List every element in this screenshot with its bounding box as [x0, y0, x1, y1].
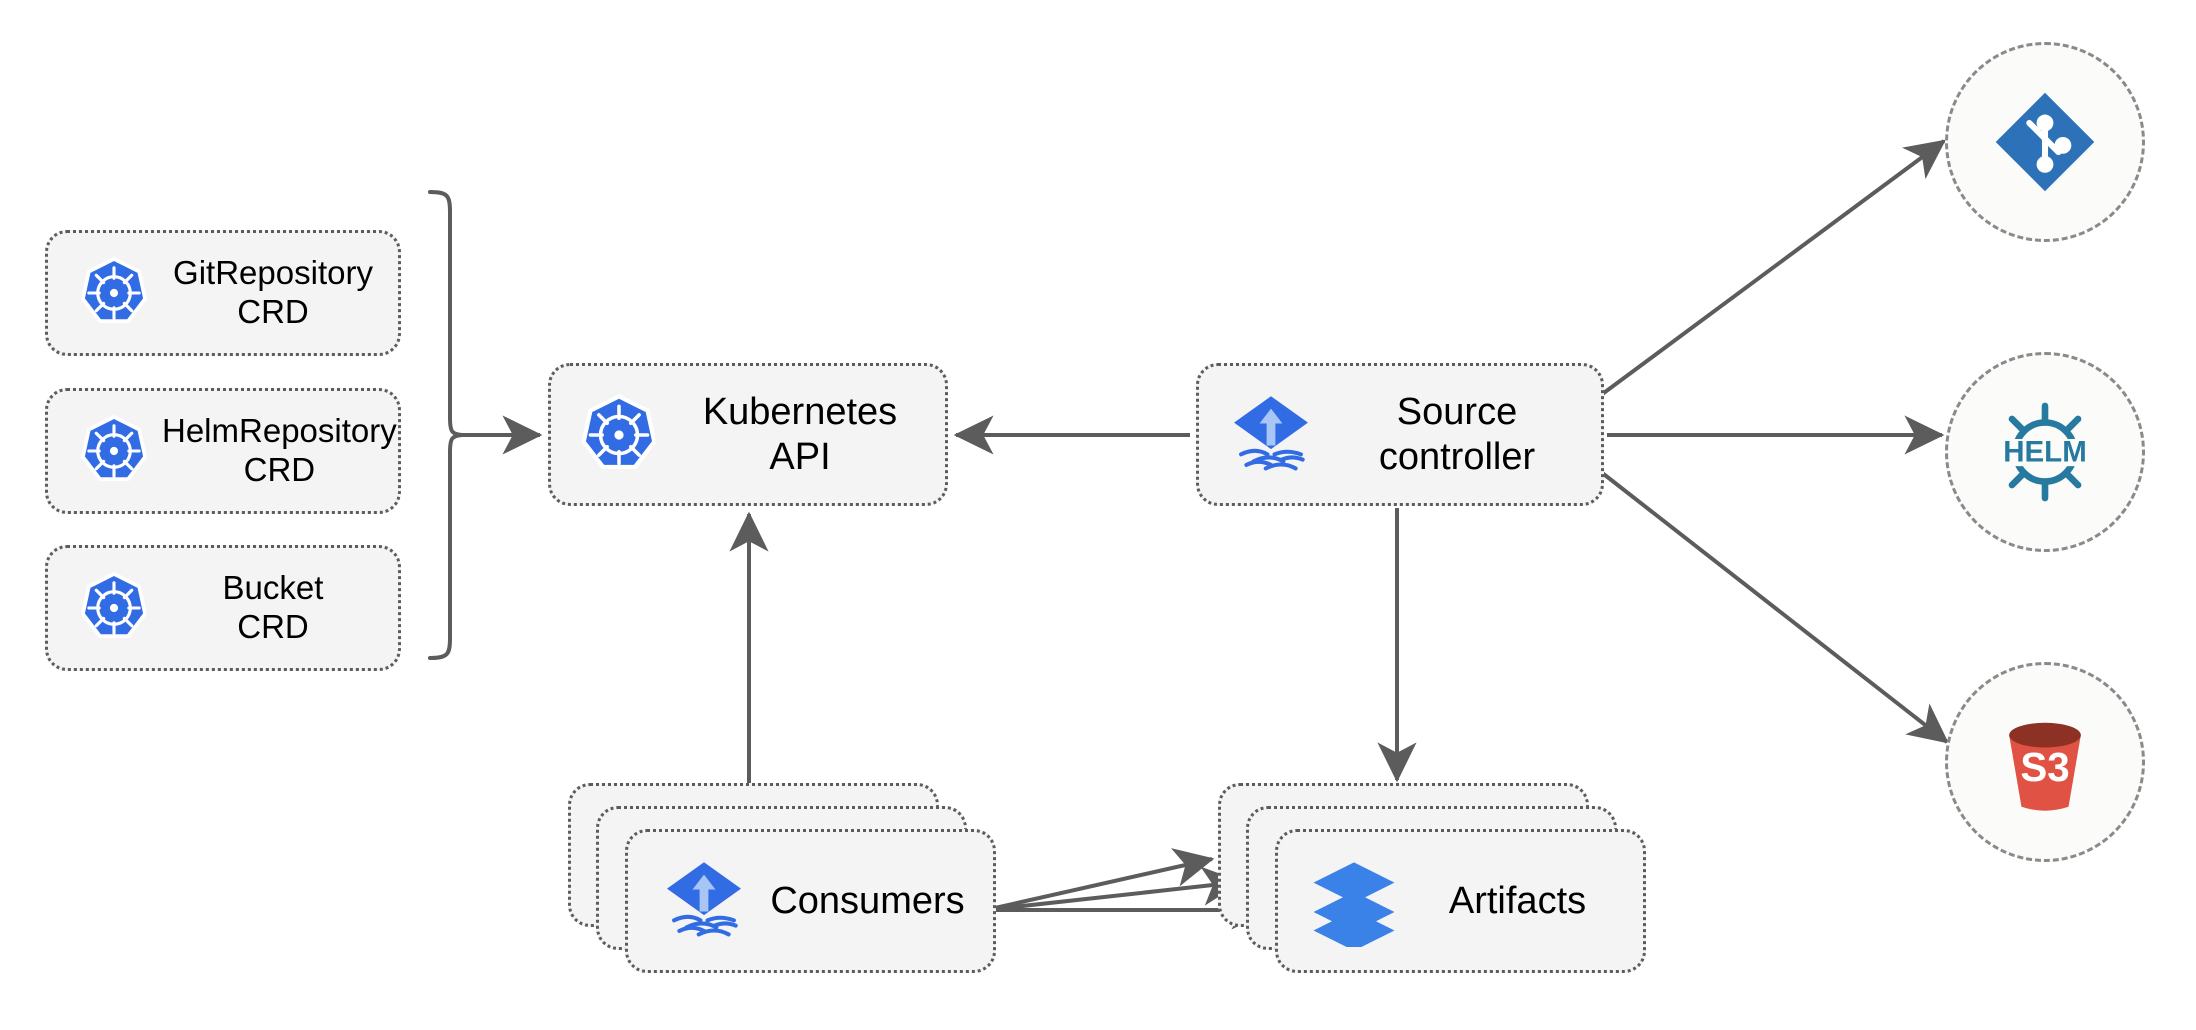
kubernetes-icon [66, 414, 162, 488]
node-helm-source[interactable]: HELM [1945, 352, 2145, 552]
consumers-layer-3[interactable]: Consumers [625, 829, 996, 973]
node-source-controller[interactable]: Source controller [1196, 363, 1604, 506]
s3-label: S3 [2020, 744, 2069, 790]
node-helmrepository-crd[interactable]: HelmRepository CRD [45, 388, 401, 514]
s3-icon: S3 [1989, 706, 2101, 818]
helm-label: HELM [2003, 435, 2087, 468]
node-artifacts[interactable]: Artifacts [1218, 783, 1646, 973]
kubernetes-icon [567, 393, 671, 477]
node-label: Kubernetes API [702, 390, 898, 478]
node-kubernetes-api[interactable]: Kubernetes API [548, 363, 948, 506]
git-icon [1989, 86, 2101, 198]
artifacts-layer-3[interactable]: Artifacts [1275, 829, 1646, 973]
node-label: GitRepository CRD [173, 254, 373, 330]
flux-icon [650, 857, 758, 945]
node-label: HelmRepository CRD [162, 412, 397, 488]
layers-icon [1300, 855, 1408, 947]
edge-source-controller-to-git [1599, 139, 1946, 397]
node-git-source[interactable] [1945, 42, 2145, 242]
kubernetes-icon [66, 571, 162, 645]
helm-icon: HELM [1986, 393, 2104, 511]
edge-source-controller-to-s3 [1599, 470, 1949, 744]
node-consumers[interactable]: Consumers [568, 783, 996, 973]
crd-group-brace [428, 190, 464, 660]
node-bucket-crd[interactable]: Bucket CRD [45, 545, 401, 671]
node-label: Artifacts [1448, 879, 1587, 922]
node-label: Source controller [1378, 390, 1536, 478]
kubernetes-icon [66, 256, 162, 330]
edge-consumers-to-artifacts-layer-1 [985, 848, 1215, 912]
node-label: Consumers [770, 879, 965, 922]
node-gitrepository-crd[interactable]: GitRepository CRD [45, 230, 401, 356]
node-label: Bucket CRD [222, 569, 324, 645]
flux-icon [1217, 391, 1325, 479]
edge-consumers-to-artifacts-layer-2 [985, 866, 1243, 912]
node-s3-source[interactable]: S3 [1945, 662, 2145, 862]
